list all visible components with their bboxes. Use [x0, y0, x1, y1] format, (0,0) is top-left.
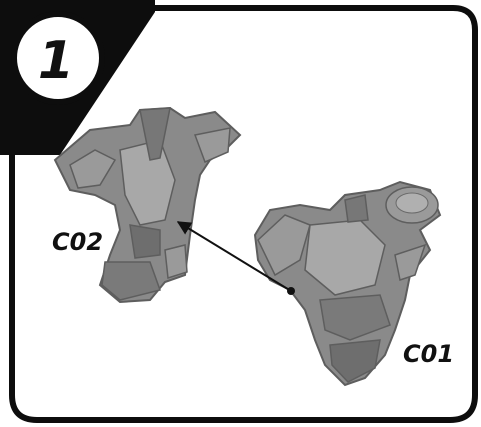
step-badge: 1: [14, 14, 102, 102]
part-label-c02: C02: [52, 228, 103, 256]
step-number: 1: [38, 31, 74, 91]
part-label-c01: C01: [403, 340, 454, 368]
part-c02-illustration: [55, 108, 240, 302]
